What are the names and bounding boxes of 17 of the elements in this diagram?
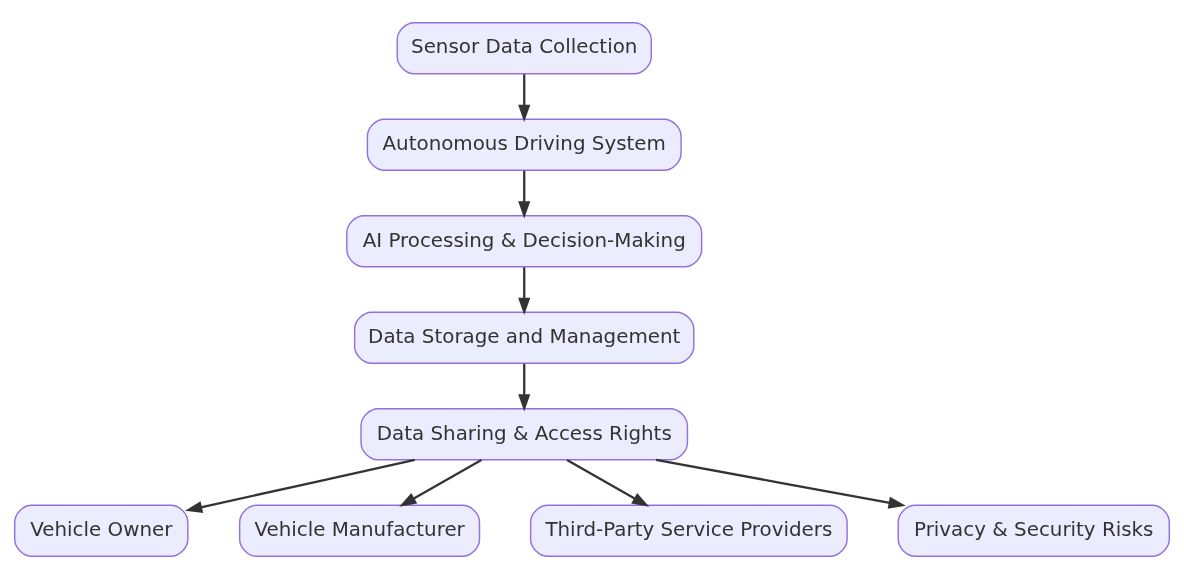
arrow xyxy=(518,363,531,411)
node-box: Autonomous Driving System xyxy=(366,118,682,171)
arrow xyxy=(566,458,650,507)
arrow xyxy=(655,458,906,509)
node-box: Data Sharing & Access Rights xyxy=(360,407,689,460)
node-box: Sensor Data Collection xyxy=(396,21,652,74)
arrow xyxy=(518,170,531,218)
arrow xyxy=(184,458,415,513)
arrow xyxy=(399,458,482,507)
arrow xyxy=(518,73,531,122)
node-box: Vehicle Owner xyxy=(14,504,189,557)
arrow xyxy=(518,266,531,315)
node-box: Vehicle Manufacturer xyxy=(238,504,481,557)
node-box: Privacy & Security Risks xyxy=(897,504,1170,557)
node-box: AI Processing & Decision-Making xyxy=(346,214,703,267)
node-box: Data Storage and Management xyxy=(353,311,695,364)
node-box: Third-Party Service Providers xyxy=(529,504,848,557)
